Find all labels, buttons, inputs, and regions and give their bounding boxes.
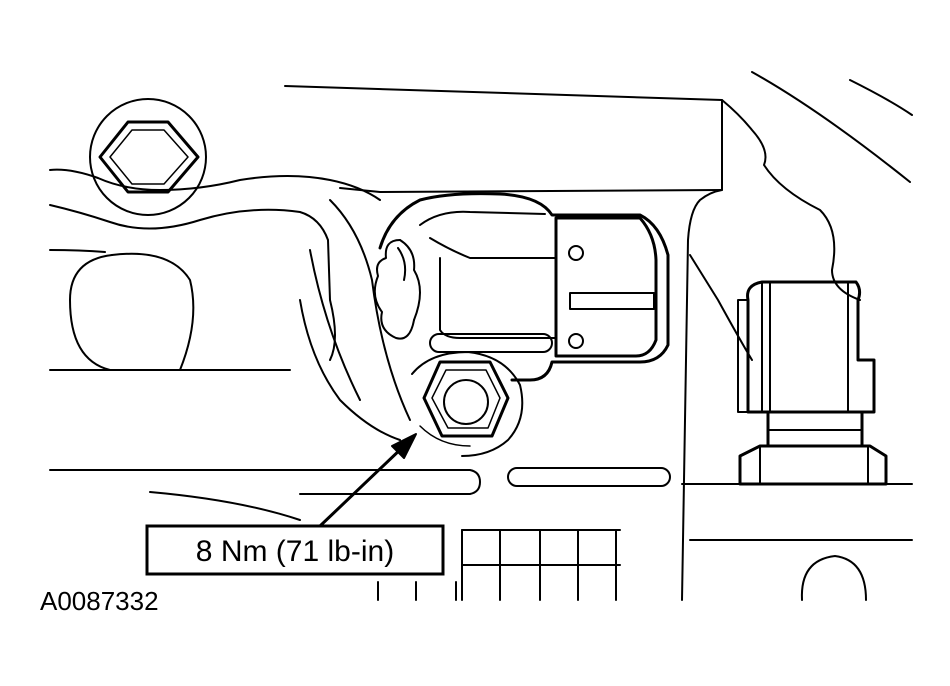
- top-hex-bolt: [89, 98, 207, 216]
- camshaft-sensor: [373, 192, 670, 382]
- grid-pattern: [377, 529, 621, 601]
- right-connector: [737, 280, 888, 486]
- callout-arrow: [318, 433, 417, 528]
- housing-top: [284, 71, 913, 601]
- torque-spec-label: 8 Nm (71 lb-in): [196, 535, 394, 568]
- lower-block: [49, 467, 913, 601]
- torque-callout: 8 Nm (71 lb-in): [145, 524, 445, 576]
- sensor-bolt: [411, 351, 524, 457]
- engine-block-left: [49, 168, 411, 441]
- figure-code: A0087332: [40, 586, 159, 616]
